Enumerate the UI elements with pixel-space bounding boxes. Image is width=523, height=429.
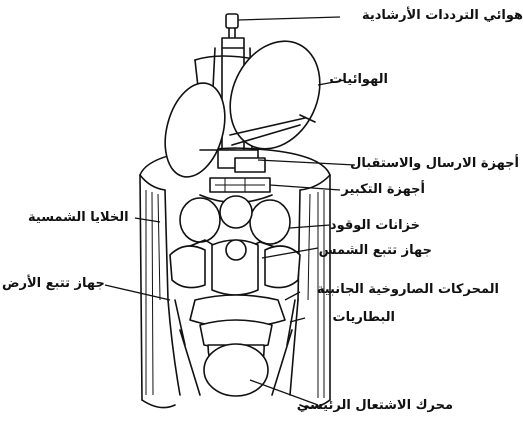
label-fuel-tanks: خزانات الوقود [330,218,420,234]
label-earth-sensor: جهاز تتبع الأرض [2,276,105,292]
label-sun-sensor: جهاز تتبع الشمس [319,243,432,259]
label-antennas: الهوائيات [329,72,388,88]
fuel-tanks [170,196,300,295]
label-batteries: البطاريات [333,310,396,326]
label-solar-cells: الخلايا الشمسية [28,210,129,226]
label-beacon-antenna: هوائي الترددات الأرشادية [362,8,523,24]
label-side-thrusters: المحركات الصاروخية الجانبية [317,282,499,298]
label-amplifiers: أجهزة التكبير [341,182,425,198]
propulsion-section [175,295,295,396]
label-main-engine: محرك الاشتعال الرئيسي [297,398,453,414]
label-transmit-receive: أجهزة الارسال والاستقبال [350,156,519,172]
